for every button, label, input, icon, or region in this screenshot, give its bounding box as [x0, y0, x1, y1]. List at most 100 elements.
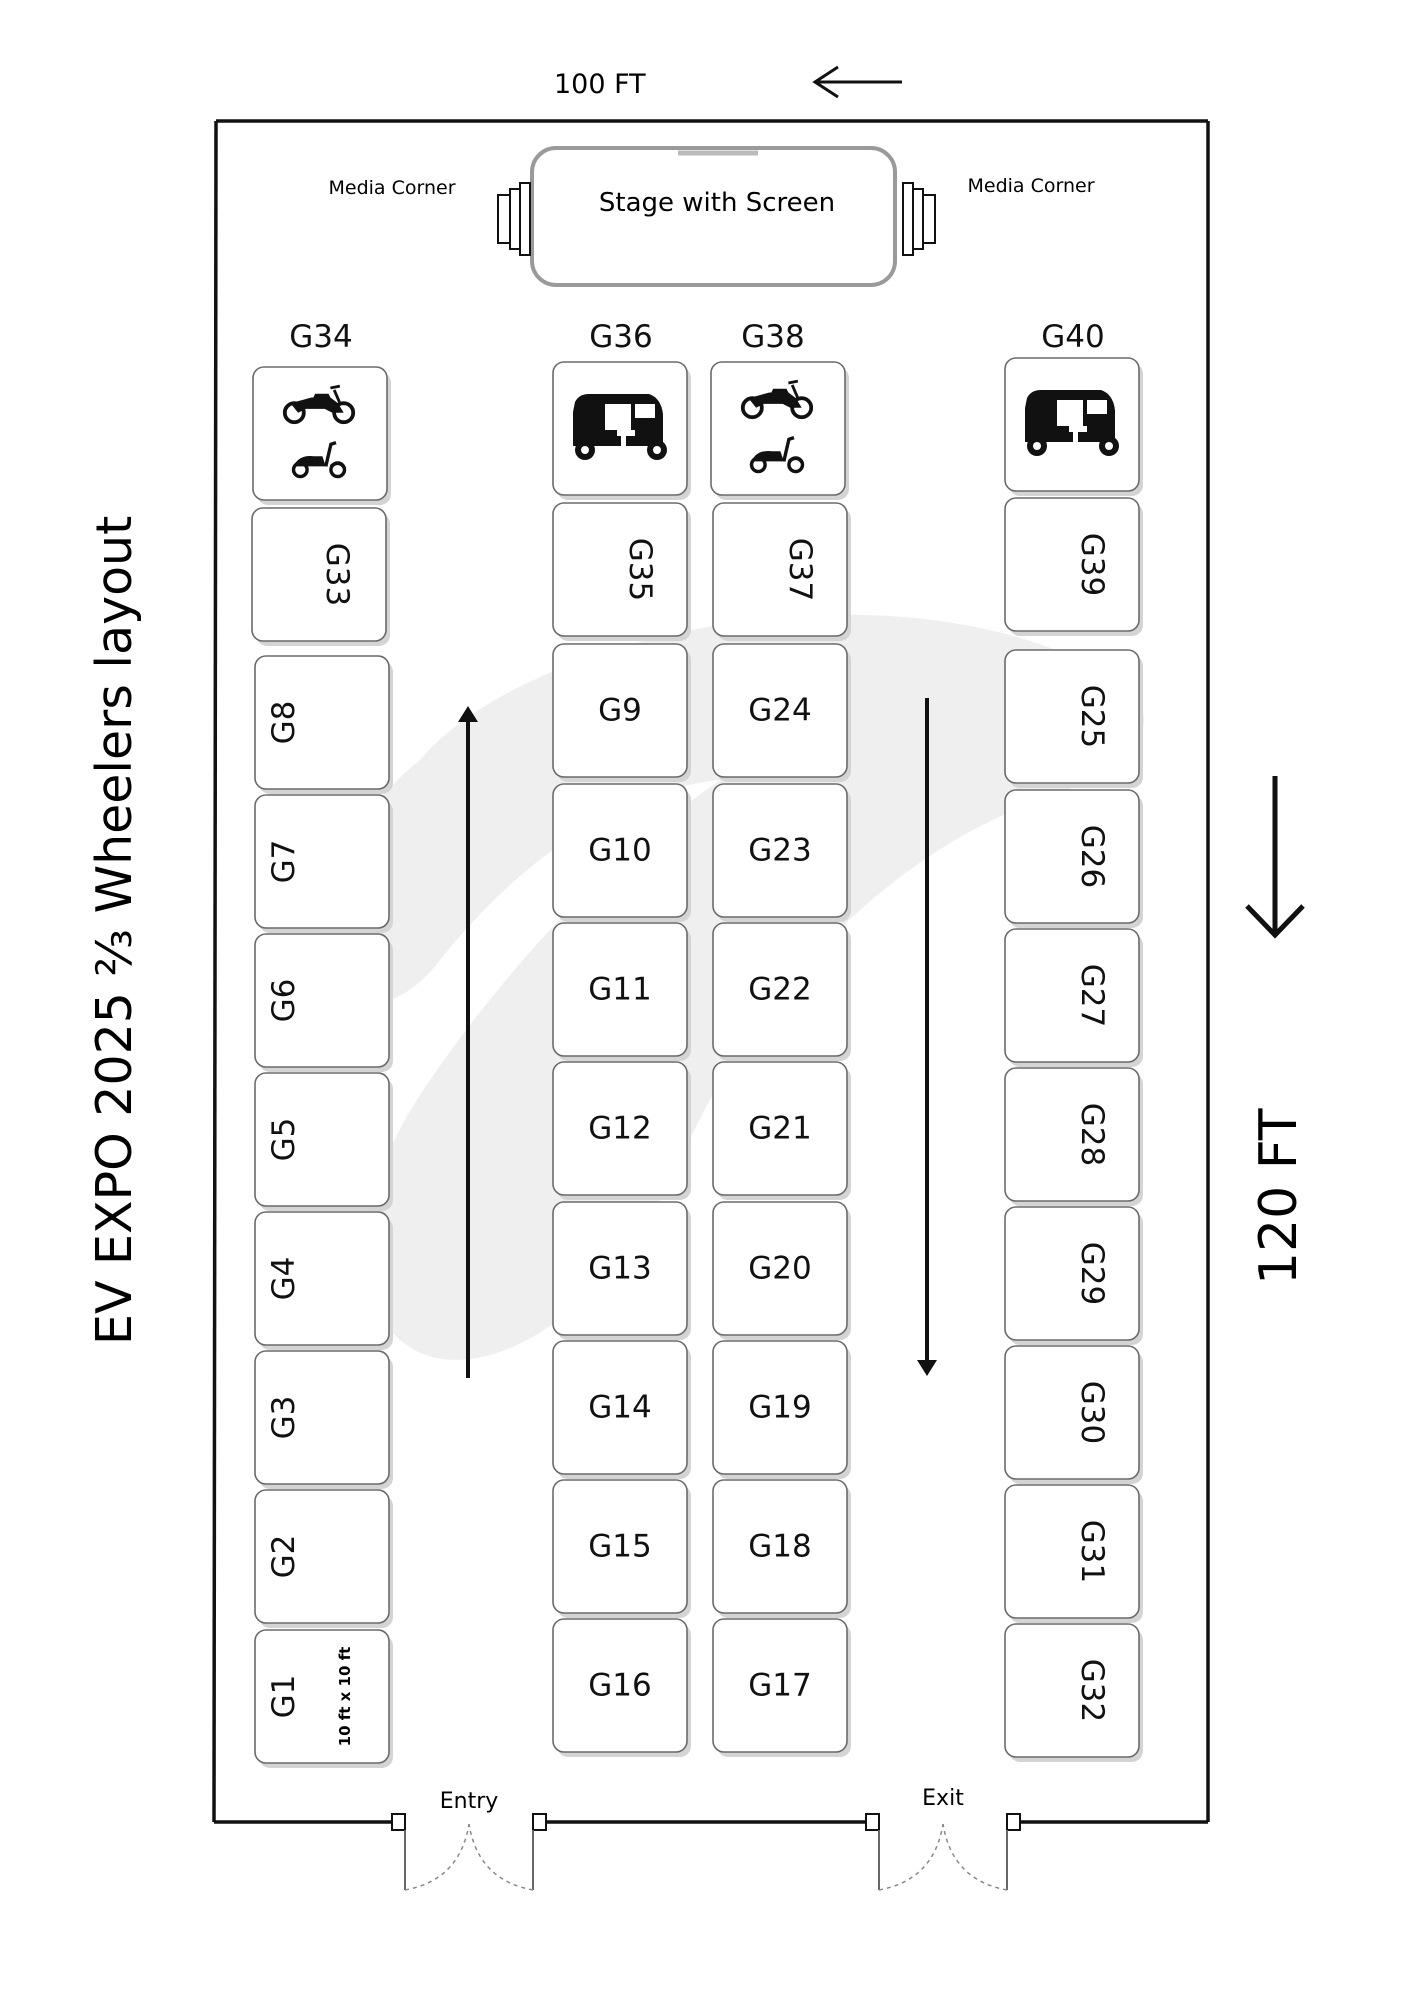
vehicle-booths	[252, 357, 1143, 505]
entry-door: Entry	[391, 1789, 547, 1891]
booth-g5[interactable]: G5	[254, 1072, 393, 1211]
booth-g33[interactable]: G33	[251, 507, 390, 646]
booth-g6[interactable]: G6	[254, 933, 393, 1072]
booth-g27[interactable]: G27	[1004, 928, 1143, 1067]
booth-g11[interactable]: G11	[552, 922, 691, 1061]
booth-label: G4	[266, 1257, 302, 1301]
booth-g4[interactable]: G4	[254, 1211, 393, 1350]
auto-rickshaw-icon	[573, 394, 667, 460]
booth-g23[interactable]: G23	[712, 783, 851, 922]
booth-label: G15	[588, 1529, 651, 1565]
stage: Stage with Screen	[530, 146, 897, 287]
booth-label: G3	[266, 1396, 302, 1440]
booth-label: G35	[622, 538, 658, 601]
column-header: G38	[741, 319, 804, 355]
booth-label: G1	[266, 1675, 302, 1719]
booth-label: G27	[1074, 964, 1110, 1027]
booth-g1[interactable]: G1 10 ft x 10 ft	[254, 1629, 393, 1768]
booth-label: G24	[748, 693, 811, 729]
booth-label: G28	[1074, 1103, 1110, 1166]
booth-label: G7	[266, 840, 302, 884]
booth-g7[interactable]: G7	[254, 794, 393, 933]
width-label: 100 FT	[554, 69, 646, 100]
booth-g8[interactable]: G8	[254, 655, 393, 794]
booth-label: G22	[748, 972, 811, 1008]
booth-g15[interactable]: G15	[552, 1479, 691, 1618]
booth-g25[interactable]: G25	[1004, 649, 1143, 788]
booth-g29[interactable]: G29	[1004, 1206, 1143, 1345]
booth-g16[interactable]: G16	[552, 1618, 691, 1757]
booth-label: G9	[598, 693, 642, 729]
booth-label: G5	[266, 1118, 302, 1162]
booth-label: G20	[748, 1251, 811, 1287]
booth-label: G33	[319, 543, 355, 606]
booth-label: G10	[588, 833, 651, 869]
speaker-left-icon	[497, 182, 531, 256]
booth-label: G16	[588, 1668, 651, 1704]
booth-g30[interactable]: G30	[1004, 1345, 1143, 1484]
booth-g17[interactable]: G17	[712, 1618, 851, 1757]
booth-label: G17	[748, 1668, 811, 1704]
booth-label: G32	[1074, 1659, 1110, 1722]
column-header: G36	[589, 319, 652, 355]
booth-g28[interactable]: G28	[1004, 1067, 1143, 1206]
booth-g40[interactable]	[1004, 357, 1143, 496]
column-headers: G34 G36 G38 G40	[289, 319, 1104, 355]
booth-g26[interactable]: G26	[1004, 789, 1143, 928]
booth-g2[interactable]: G2	[254, 1489, 393, 1628]
booth-g12[interactable]: G12	[552, 1061, 691, 1200]
auto-rickshaw-icon	[1025, 390, 1119, 456]
arrow-down-icon	[1245, 776, 1305, 939]
entry-label: Entry	[440, 1789, 499, 1814]
booth-label: G12	[588, 1111, 651, 1147]
booth-g39[interactable]: G39	[1004, 497, 1143, 636]
media-corner-right: Media Corner	[967, 175, 1094, 197]
booth-label: G23	[748, 833, 811, 869]
booth-g18[interactable]: G18	[712, 1479, 851, 1618]
column-header: G34	[289, 319, 352, 355]
booth-label: G8	[266, 701, 302, 745]
booth-g31[interactable]: G31	[1004, 1484, 1143, 1623]
booth-label: G26	[1074, 825, 1110, 888]
booth-g3[interactable]: G3	[254, 1350, 393, 1489]
booth-label: G39	[1074, 533, 1110, 596]
booth-label: G37	[782, 538, 818, 601]
stage-label: Stage with Screen	[599, 188, 835, 218]
booth-label: G6	[266, 979, 302, 1023]
booth-g22[interactable]: G22	[712, 922, 851, 1061]
booth-g24[interactable]: G24	[712, 643, 851, 782]
booth-label: G19	[748, 1390, 811, 1426]
booth-g9[interactable]: G9	[552, 643, 691, 782]
booth-g37[interactable]: G37	[712, 502, 851, 641]
booth-g21[interactable]: G21	[712, 1061, 851, 1200]
booth-label: G21	[748, 1111, 811, 1147]
booth-g38[interactable]	[710, 361, 849, 500]
booth-size-note: 10 ft x 10 ft	[336, 1647, 354, 1747]
booth-label: G2	[266, 1535, 302, 1579]
booth-label: G25	[1074, 685, 1110, 748]
booth-g20[interactable]: G20	[712, 1201, 851, 1340]
booth-g36[interactable]	[552, 361, 691, 500]
booth-label: G11	[588, 972, 651, 1008]
booth-label: G29	[1074, 1242, 1110, 1305]
booth-g34[interactable]	[252, 366, 391, 505]
booth-g35[interactable]: G35	[552, 502, 691, 641]
arrow-left-icon	[812, 65, 902, 99]
motorbike-scooter-icon	[282, 384, 356, 479]
booth-g13[interactable]: G13	[552, 1201, 691, 1340]
booth-g10[interactable]: G10	[552, 783, 691, 922]
height-label: 120 FT	[1249, 1108, 1309, 1285]
booth-label: G31	[1074, 1520, 1110, 1583]
booth-g19[interactable]: G19	[712, 1340, 851, 1479]
motorbike-scooter-icon	[740, 379, 814, 474]
speaker-right-icon	[902, 182, 936, 256]
booth-g14[interactable]: G14	[552, 1340, 691, 1479]
hall-walls	[212, 119, 1210, 1824]
exit-door: Exit	[865, 1786, 1021, 1891]
column-header: G40	[1041, 319, 1104, 355]
booth-label: G30	[1074, 1381, 1110, 1444]
booth-label: G14	[588, 1390, 651, 1426]
booth-g32[interactable]: G32	[1004, 1623, 1143, 1762]
